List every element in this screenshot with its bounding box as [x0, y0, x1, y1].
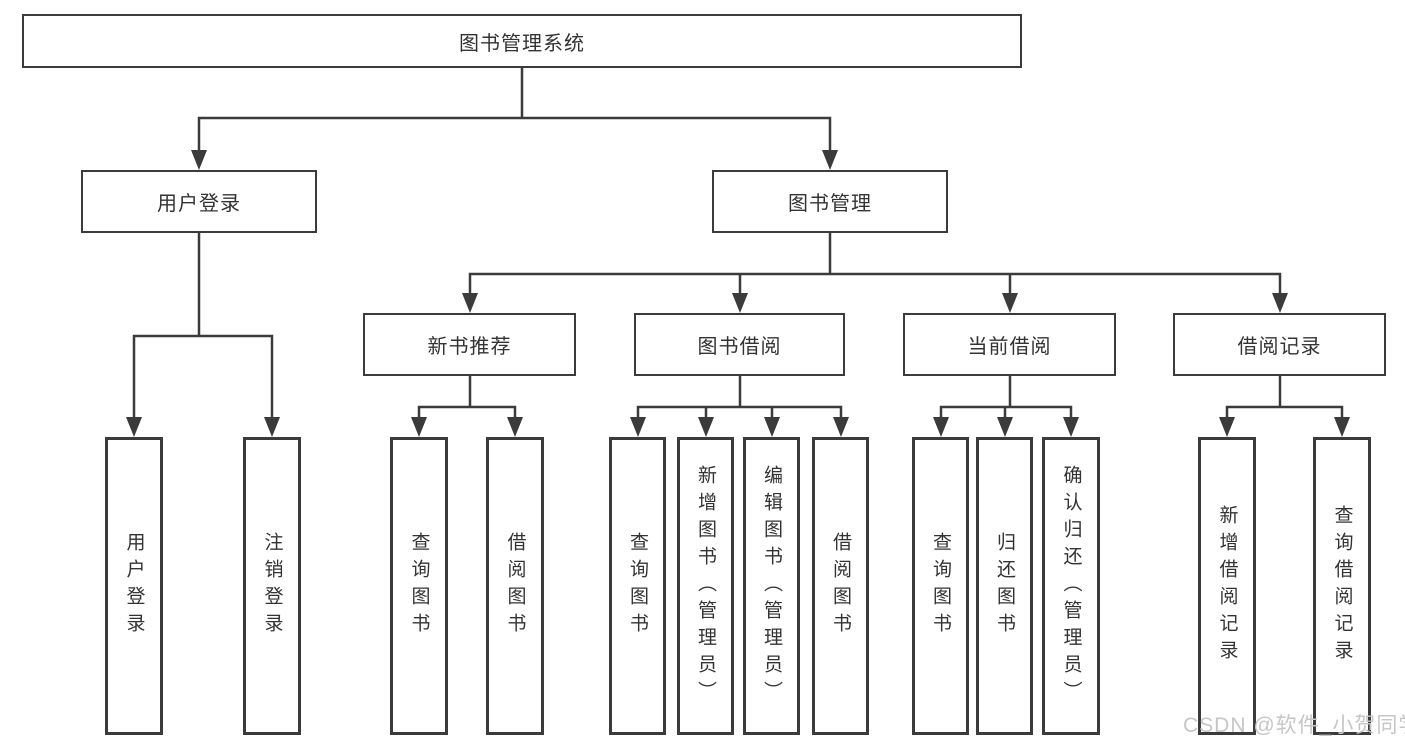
leaf-confirm-return-admin: 确认归还（管理员）: [1042, 437, 1100, 735]
leaf-borrow-book-recommend-label: 借阅图书: [504, 532, 526, 640]
leaf-add-borrow-record-label: 新增借阅记录: [1216, 505, 1238, 667]
leaf-confirm-return-admin-label: 确认归还（管理员）: [1060, 464, 1082, 708]
leaf-query-book-current: 查询图书: [912, 437, 969, 735]
leaf-return-book: 归还图书: [976, 437, 1033, 735]
leaf-query-book-current-label: 查询图书: [930, 532, 951, 640]
leaf-query-book-borrowing-label: 查询图书: [627, 532, 648, 640]
leaf-add-book-admin-label: 新增图书（管理员）: [695, 464, 716, 708]
node-borrowing-records: 借阅记录: [1173, 313, 1386, 376]
leaf-add-book-admin: 新增图书（管理员）: [677, 437, 734, 735]
leaf-query-book-recommend-label: 查询图书: [408, 532, 430, 640]
node-user-login: 用户登录: [81, 170, 317, 233]
leaf-edit-book-admin-label: 编辑图书（管理员）: [761, 464, 782, 708]
leaf-query-borrow-record: 查询借阅记录: [1313, 437, 1371, 735]
leaf-edit-book-admin: 编辑图书（管理员）: [743, 437, 800, 735]
leaf-borrow-book-recommend: 借阅图书: [486, 437, 544, 735]
leaf-query-book-borrowing: 查询图书: [609, 437, 666, 735]
node-book-management: 图书管理: [712, 170, 948, 233]
leaf-logout-login: 注销登录: [243, 437, 301, 735]
node-current-borrowing: 当前借阅: [903, 313, 1116, 376]
leaf-borrow-book-borrowing: 借阅图书: [812, 437, 869, 735]
leaf-query-borrow-record-label: 查询借阅记录: [1331, 505, 1353, 667]
leaf-query-book-recommend: 查询图书: [390, 437, 448, 735]
leaf-user-login-label: 用户登录: [123, 532, 145, 640]
node-new-book-recommend: 新书推荐: [363, 313, 576, 376]
leaf-add-borrow-record: 新增借阅记录: [1198, 437, 1256, 735]
leaf-logout-login-label: 注销登录: [261, 532, 283, 640]
watermark: CSDN @软件_小贺同学: [1183, 714, 1405, 737]
node-library-system-root: 图书管理系统: [22, 14, 1022, 68]
node-book-borrowing: 图书借阅: [634, 313, 845, 376]
leaf-user-login: 用户登录: [105, 437, 163, 735]
leaf-return-book-label: 归还图书: [994, 532, 1015, 640]
leaf-borrow-book-borrowing-label: 借阅图书: [830, 532, 851, 640]
